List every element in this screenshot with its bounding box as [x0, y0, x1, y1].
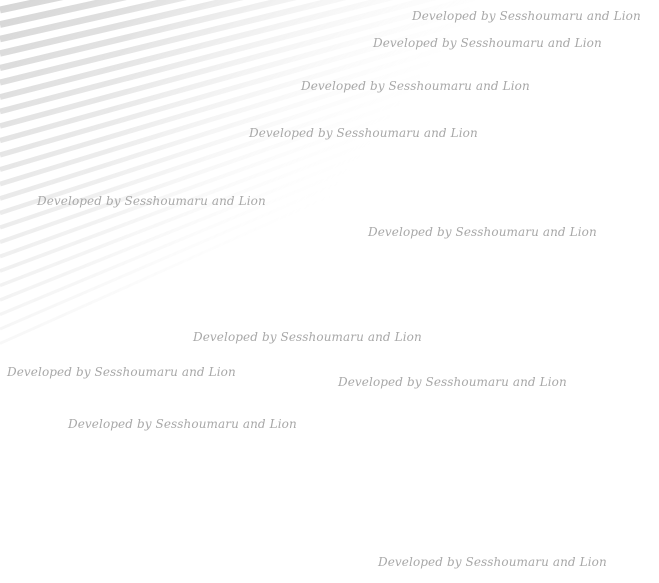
diagonal-stripe	[0, 74, 421, 216]
diagonal-stripe	[0, 127, 381, 273]
diagonal-stripe	[0, 20, 461, 158]
stripe-group	[0, 0, 478, 345]
diagonal-stripe	[0, 100, 401, 244]
diagonal-stripe	[0, 0, 394, 100]
diagonal-stripe	[0, 47, 441, 187]
diagonal-stripe	[0, 0, 244, 57]
watermark-text: Developed by Sesshoumaru and Lion	[412, 9, 641, 23]
diagonal-stripe	[0, 0, 297, 72]
watermark-text: Developed by Sesshoumaru and Lion	[68, 417, 297, 431]
diagonal-stripe	[0, 194, 331, 345]
watermark-text: Developed by Sesshoumaru and Lion	[37, 194, 266, 208]
watermark-text: Developed by Sesshoumaru and Lion	[249, 126, 478, 140]
diagonal-stripe	[0, 0, 128, 28]
diagonal-stripe	[0, 0, 478, 129]
watermark-text: Developed by Sesshoumaru and Lion	[338, 375, 567, 389]
diagonal-stripe	[0, 0, 437, 115]
diagonal-stripe	[0, 0, 188, 43]
diagonal-stripe	[0, 60, 431, 201]
diagonal-stripe	[0, 154, 361, 302]
diagonal-stripe	[0, 33, 451, 172]
diagonal-stripe	[0, 87, 411, 230]
diagonal-stripe	[0, 167, 351, 316]
diagonal-stripe	[0, 7, 471, 144]
diagonal-stripe	[0, 181, 341, 331]
diagonal-stripe	[0, 114, 391, 259]
watermark-text: Developed by Sesshoumaru and Lion	[193, 330, 422, 344]
watermark-text: Developed by Sesshoumaru and Lion	[378, 555, 607, 569]
watermark-text: Developed by Sesshoumaru and Lion	[373, 36, 602, 50]
watermark-text: Developed by Sesshoumaru and Lion	[368, 225, 597, 239]
diagonal-stripe	[0, 0, 347, 86]
watermark-text: Developed by Sesshoumaru and Lion	[7, 365, 236, 379]
diagonal-stripe	[0, 141, 371, 288]
watermark-text: Developed by Sesshoumaru and Lion	[301, 79, 530, 93]
